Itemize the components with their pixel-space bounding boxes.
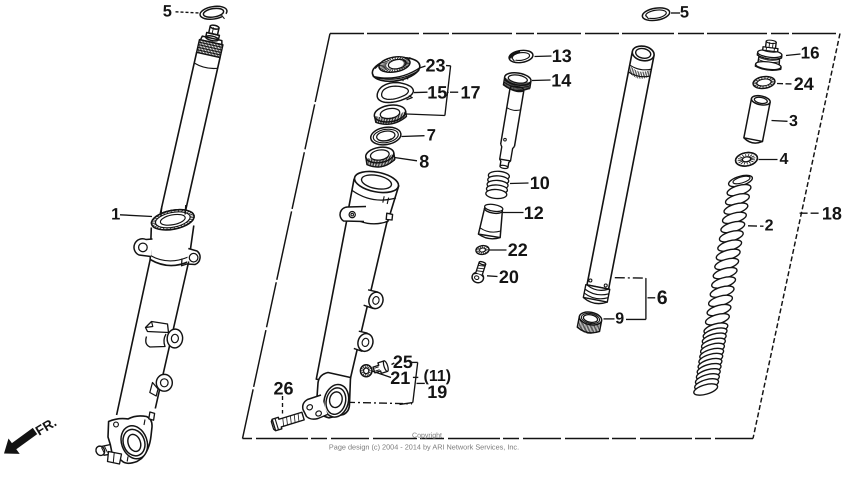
svg-text:16: 16: [801, 44, 820, 63]
svg-text:15: 15: [427, 83, 447, 103]
svg-text:19: 19: [427, 382, 447, 402]
svg-text:2: 2: [765, 218, 774, 235]
svg-text:3: 3: [789, 113, 798, 130]
svg-text:17: 17: [460, 83, 480, 103]
svg-text:22: 22: [508, 240, 528, 260]
svg-text:14: 14: [551, 71, 571, 91]
svg-text:5: 5: [680, 4, 689, 22]
svg-text:21: 21: [390, 368, 410, 388]
svg-text:18: 18: [822, 204, 842, 224]
svg-text:1: 1: [111, 205, 120, 223]
svg-text:23: 23: [425, 55, 445, 75]
svg-text:10: 10: [530, 173, 550, 193]
svg-text:20: 20: [499, 267, 519, 287]
svg-text:24: 24: [794, 74, 814, 94]
svg-text:12: 12: [524, 203, 544, 223]
svg-text:13: 13: [552, 46, 572, 66]
svg-text:8: 8: [419, 152, 429, 172]
svg-text:5: 5: [163, 2, 172, 20]
svg-text:Page design (c) 2004 - 2014 by: Page design (c) 2004 - 2014 by ARI Netwo…: [329, 443, 519, 452]
svg-text:7: 7: [427, 127, 436, 145]
svg-text:6: 6: [657, 287, 668, 309]
svg-text:26: 26: [273, 379, 293, 399]
svg-text:9: 9: [615, 310, 624, 327]
svg-text:Copyright: Copyright: [412, 432, 442, 440]
svg-text:4: 4: [780, 151, 789, 168]
